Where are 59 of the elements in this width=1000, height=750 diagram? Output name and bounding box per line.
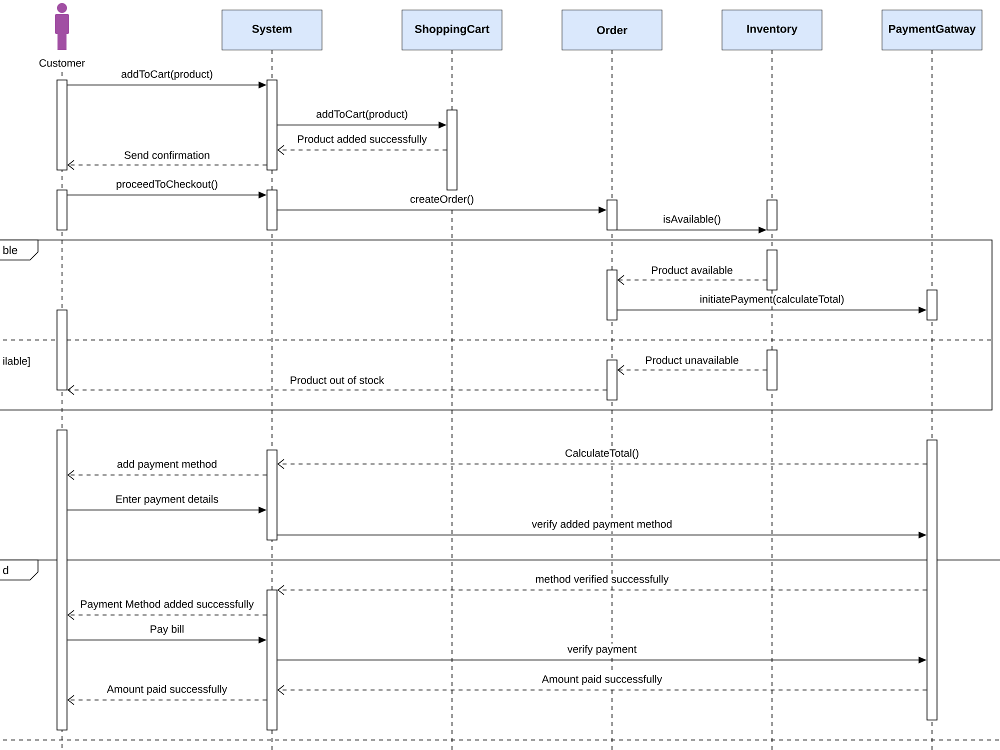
message-arrow [67,160,267,170]
activation-bar [766,250,778,290]
message-arrow [67,470,267,480]
lifeline-box: System [222,10,322,50]
message-label: verify added payment method [530,518,674,532]
activation-bar [266,80,278,170]
message-label: Enter payment details [114,494,220,506]
activation-bar [606,270,618,320]
activation-bar [56,430,68,730]
activation-bar [766,200,778,230]
message-arrow [67,384,607,396]
message-arrow [67,694,267,706]
message-label: add payment method [116,458,218,472]
message-label: addToCart(product) [314,108,410,122]
activation-bar [266,190,278,230]
message-label: addToCart(product) [120,68,214,82]
message-arrow [617,364,767,376]
activation-bar [56,310,68,390]
activation-bar [926,290,938,320]
actor: Customer [39,3,85,67]
message-label: Amount paid successfully [540,674,664,686]
message-label: Product out of stock [288,374,386,386]
lifeline-box: ShoppingCart [402,10,502,50]
activation-bar [266,590,278,730]
message-label: method verified successfully [534,574,670,586]
activation-bar [56,190,68,230]
message-label: Payment Method added successfully [78,598,256,612]
message-label: Product added successfully [296,134,428,146]
lifeline-box: PaymentGatway [882,10,982,50]
activation-bar [266,450,278,540]
message-arrow [277,458,927,470]
message-label: isAvailable() [662,214,722,226]
activation-bar [606,360,618,400]
message-label: createOrder() [408,194,476,206]
fragment-tab: d [0,560,38,580]
message-label: Send confirmation [122,150,212,160]
activation-bar [56,80,68,170]
guard-label: ilable] [3,357,30,367]
node-label: Customer [39,59,85,67]
message-arrow [617,274,767,286]
activation-bar [926,440,938,720]
message-label: Amount paid successfully [106,684,229,696]
message-label: CalculateTotal() [564,448,640,460]
lifeline-box: Order [562,10,662,50]
activation-bar [446,110,458,190]
lifeline-box: Inventory [722,10,822,50]
message-label: verify payment [566,644,638,656]
message-label: Product available [650,264,734,276]
message-arrow [277,144,447,156]
message-arrow [67,610,267,620]
message-label: Product unavailable [644,354,740,366]
activation-bar [606,200,618,230]
message-arrow [277,584,927,596]
message-label: Pay bill [148,624,186,636]
activation-bar [766,350,778,390]
fragment-tab: ble [0,240,38,260]
message-arrow [277,684,927,696]
message-label: initiatePayment(calculateTotal) [698,294,846,306]
message-label: proceedToCheckout() [114,178,220,192]
